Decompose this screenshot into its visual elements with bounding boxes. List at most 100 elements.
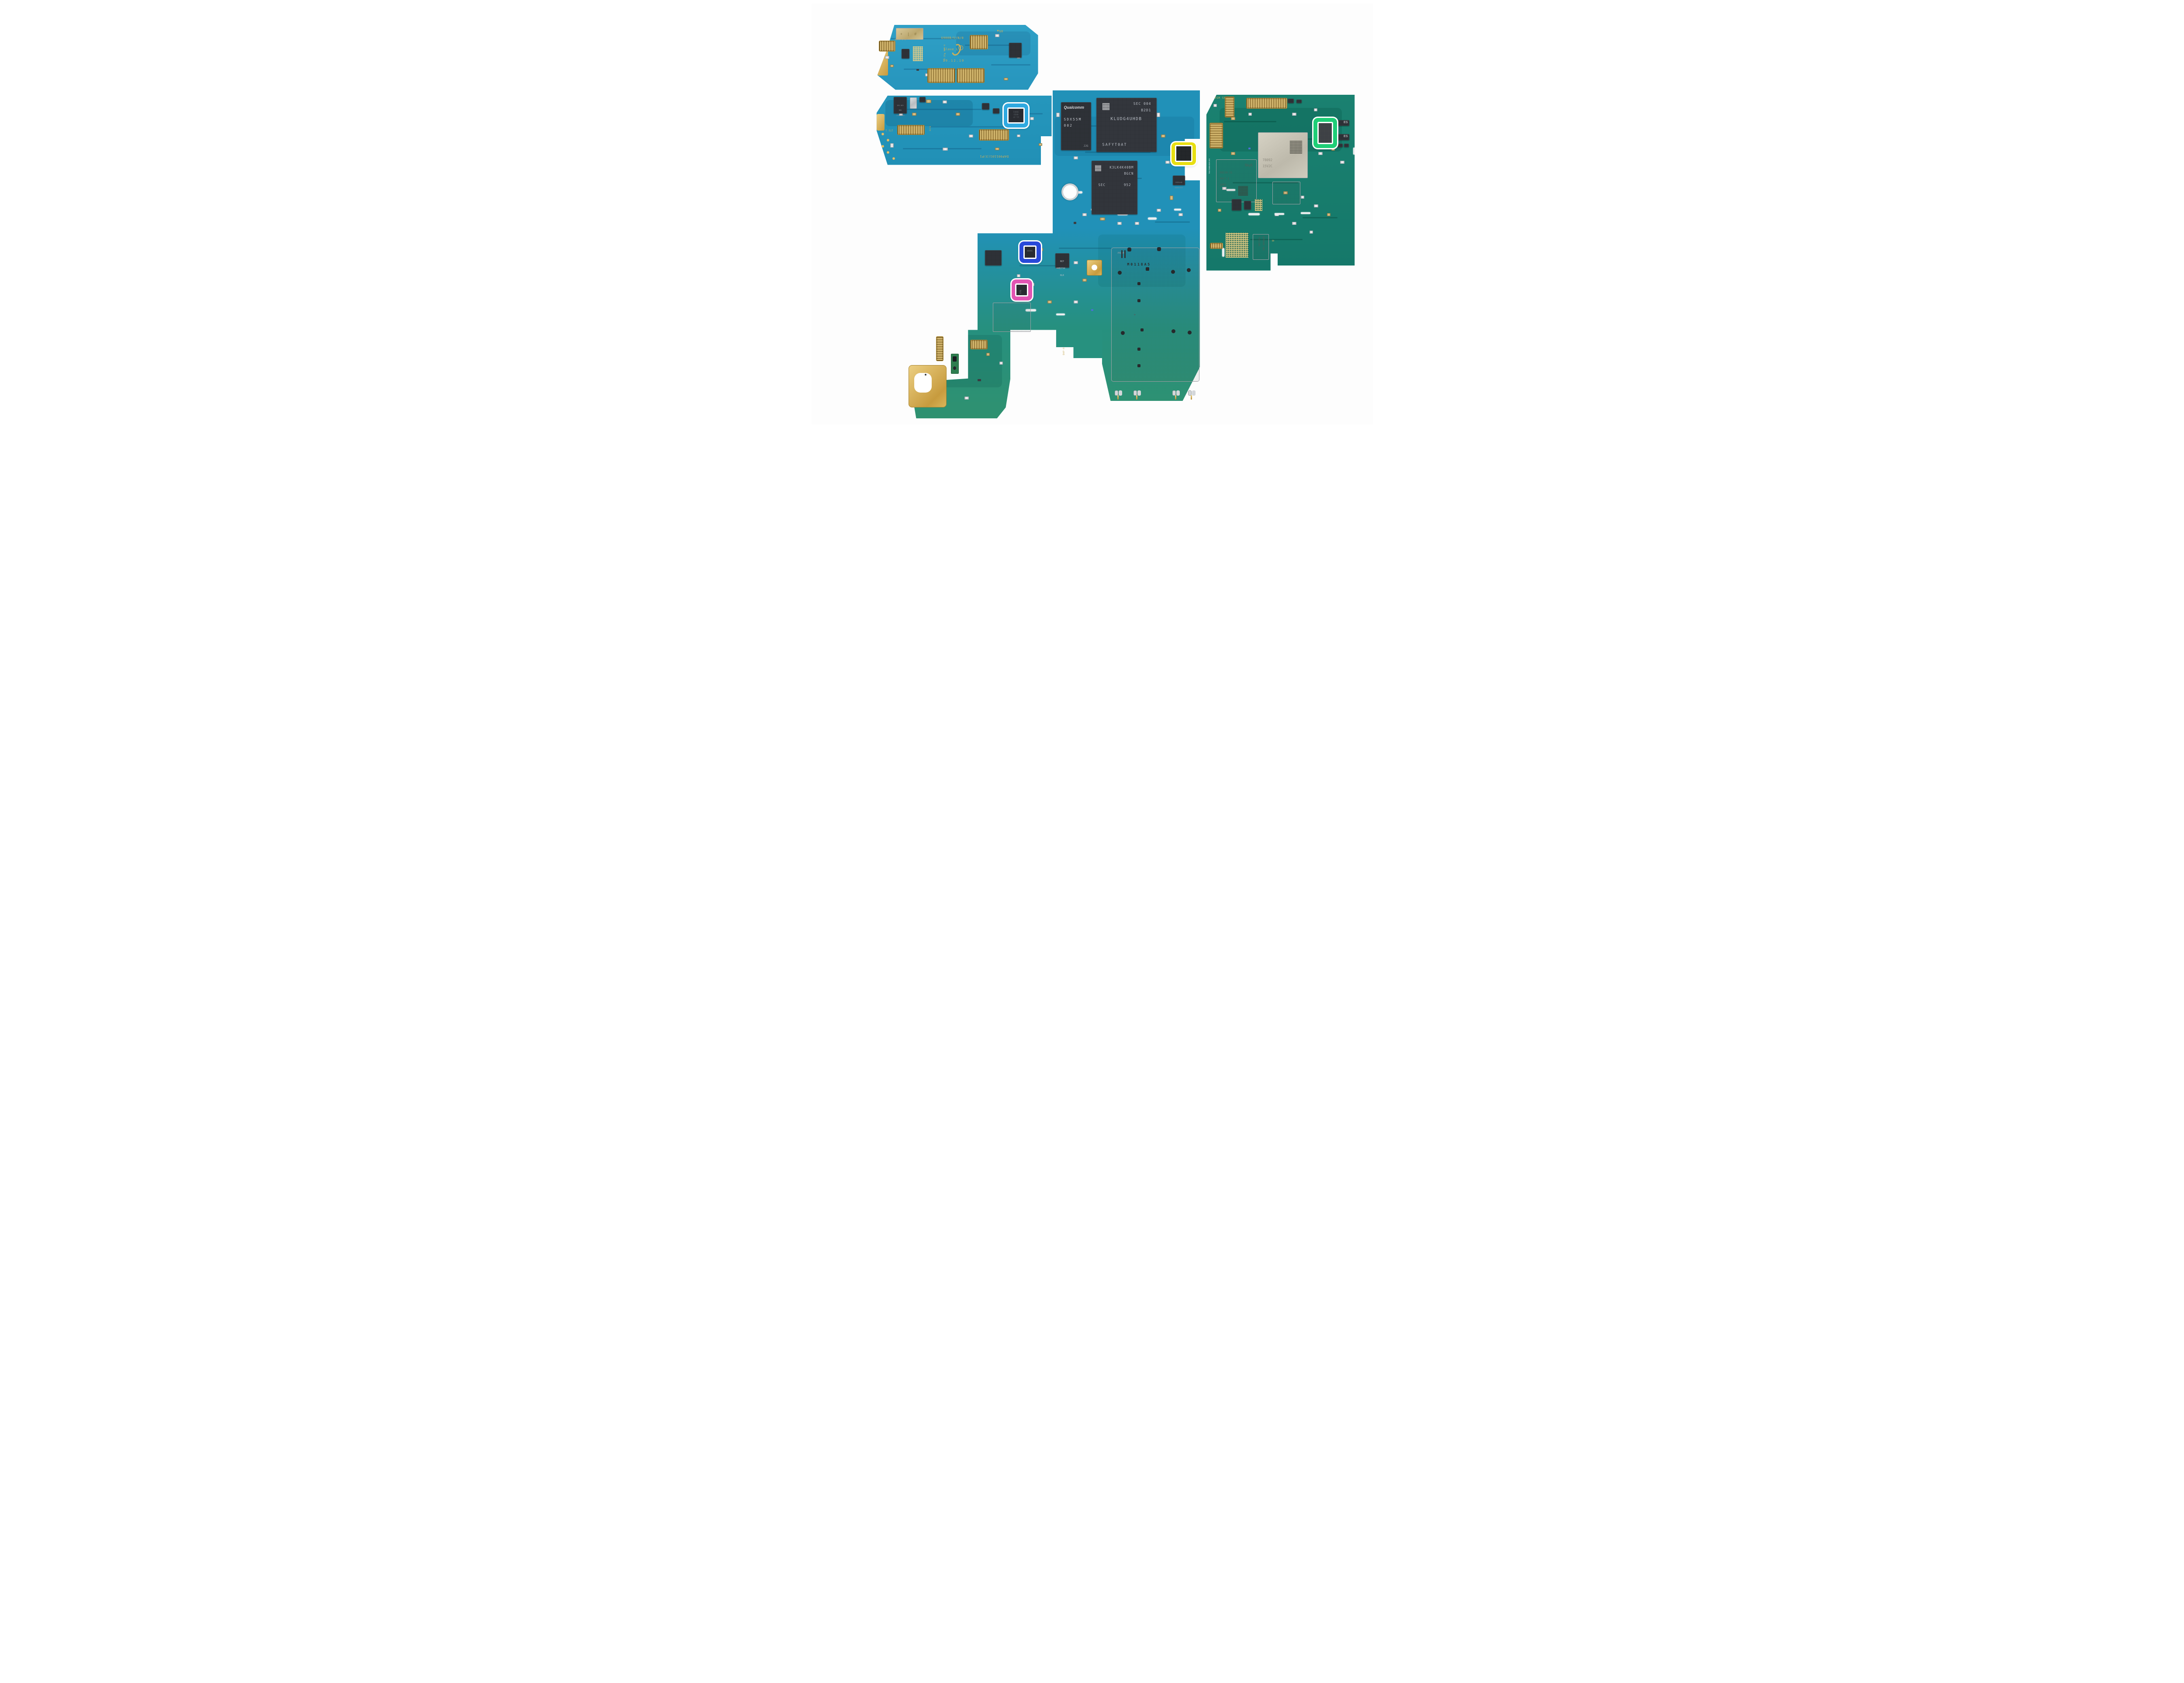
- passive-component: [1230, 152, 1235, 155]
- ic-chip: [901, 49, 909, 59]
- contact-pin: [1136, 395, 1137, 400]
- silkscreen-corner-mark: 05▲: [996, 29, 1003, 33]
- qpm-marking2: H9513W6: [1257, 237, 1260, 247]
- board-connector: [978, 129, 1009, 141]
- ic-chip: [1287, 99, 1294, 103]
- shield-marking: 15V2C: [1262, 164, 1273, 168]
- gold-pad: [892, 157, 895, 160]
- passive-component: [1318, 152, 1323, 155]
- spring-contact: [1133, 390, 1137, 396]
- via-hole: [924, 374, 926, 376]
- passive-component: [968, 135, 973, 138]
- passive-component: [1156, 209, 1161, 212]
- gold-pad: [886, 151, 889, 154]
- pcb-gold-edge: [877, 50, 888, 76]
- sim-hole: [1137, 299, 1140, 302]
- solder-blob: [1174, 209, 1181, 210]
- ic-chip: [1231, 199, 1241, 210]
- dram-marking: K3LK4K40BM: [1109, 166, 1134, 169]
- spring-contact: [1114, 390, 1118, 396]
- silk-line: G988B/U/N/0: [941, 36, 964, 40]
- passive-component: [1178, 213, 1183, 216]
- gold-datamatrix-pad: [912, 46, 923, 61]
- silkscreen-bbrn: BBRN U 0: [895, 39, 906, 41]
- passive-component: [1073, 156, 1078, 159]
- dram-chip: K3LK4K40BM BGCN SEC 952: [1091, 161, 1137, 214]
- passive-component: [1340, 161, 1344, 164]
- passive-component: [890, 65, 894, 67]
- nand-marking: SEC 004: [1133, 102, 1151, 106]
- passive-component: [885, 56, 889, 59]
- passive-component: [1217, 209, 1221, 212]
- passive-component: [1309, 231, 1313, 234]
- solder-blob: [1222, 248, 1224, 257]
- copper-region: [1098, 235, 1185, 287]
- passive-component: [1161, 135, 1165, 138]
- sim-hole: [1117, 271, 1122, 275]
- modem-brand: Qualcomm: [1064, 105, 1085, 110]
- silkscreen-1t5: 1T5 1: [885, 128, 893, 131]
- dram-marking: SEC: [1098, 183, 1106, 187]
- passive-component: [1300, 196, 1304, 199]
- chip-marking: MAX77705C: [896, 114, 904, 117]
- sim-hole: [1137, 364, 1140, 367]
- sensor-window: [952, 356, 957, 362]
- passive-component: [999, 362, 1003, 365]
- modem-lot: JJG: [1083, 145, 1089, 148]
- spring-contact: [1172, 390, 1176, 396]
- callout-pink: ETQ: [1011, 279, 1032, 300]
- ic-chip: [1296, 100, 1302, 103]
- board-connector: [878, 41, 895, 52]
- solder-blob: [1353, 148, 1355, 155]
- passive-component: [1165, 161, 1170, 164]
- pmic-text: MAX77705C EWN KUM 948: [894, 100, 906, 119]
- board-connector: [956, 68, 985, 83]
- passive-component: [1248, 113, 1252, 116]
- board-connector: [897, 125, 925, 135]
- nand-marking: B2D1: [1141, 108, 1151, 112]
- sky5-marking: 4817-1: [1220, 177, 1230, 180]
- nand-marking: SAFYT0AT: [1102, 143, 1127, 148]
- es-diode: ES: [1337, 120, 1349, 126]
- solder-blob: [1248, 213, 1260, 215]
- ic-chip: [1344, 144, 1349, 147]
- mount-hole: [914, 373, 932, 393]
- chip-marking: NCP: [1060, 260, 1064, 263]
- trace: [964, 45, 1017, 46]
- contact-pin: [1175, 395, 1176, 400]
- board-connector: [1209, 243, 1223, 249]
- silkscreen-acon: ACON: [929, 126, 931, 131]
- passive-component: [1073, 261, 1078, 264]
- solder-blob: [1274, 213, 1284, 215]
- passive-component: [1230, 117, 1235, 120]
- passive-component: [995, 148, 999, 150]
- teardown-photo: + | # G988B/U/N/0 Slave_L 19.12.10 05▲ B…: [811, 3, 1373, 424]
- trace: [1250, 239, 1303, 240]
- chip-marking: EWN: [898, 109, 902, 111]
- ic-chip: [1244, 201, 1251, 210]
- passive-component: [1331, 148, 1335, 151]
- board-connector: [927, 68, 955, 83]
- datamatrix-code: [1095, 165, 1101, 171]
- trace: [1223, 121, 1276, 122]
- passive-component: [1073, 222, 1076, 224]
- trace: [1232, 182, 1298, 183]
- callout-green-chip: [1317, 122, 1333, 144]
- logo-circle-b: B: [958, 45, 963, 50]
- sim-hole: [1137, 282, 1140, 285]
- passive-component: [1099, 217, 1105, 221]
- sim-hole: [1145, 267, 1149, 271]
- solder-blob: [1147, 217, 1157, 220]
- passive-component: [955, 113, 960, 116]
- trace: [1302, 217, 1337, 218]
- passive-component: [916, 69, 919, 71]
- silk-line: Slave_L: [943, 47, 958, 51]
- antenna-gold-pad: [908, 365, 947, 407]
- callout-blue-chip: VBBNG: [1023, 245, 1037, 259]
- datamatrix-code: [1289, 141, 1302, 154]
- passive-component: [1313, 204, 1318, 207]
- trace: [1154, 221, 1190, 223]
- passive-component: [1082, 279, 1087, 282]
- callout-yellow: [1171, 142, 1196, 165]
- board-connector: [936, 336, 943, 361]
